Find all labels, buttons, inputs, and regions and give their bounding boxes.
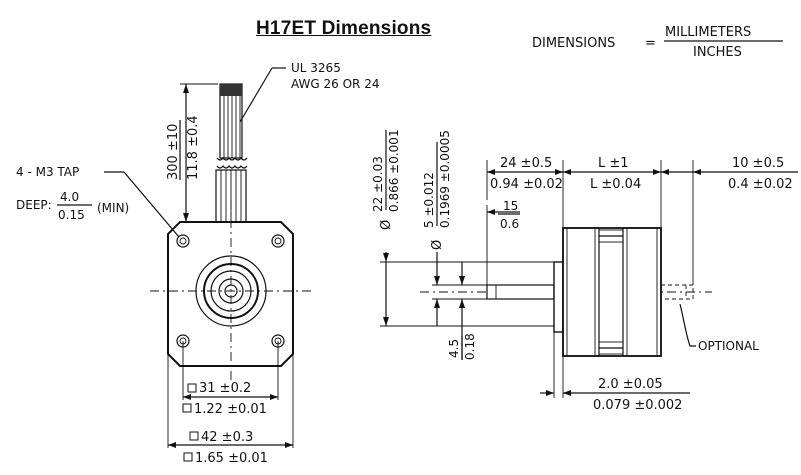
cable-label-awg: AWG 26 OR 24 — [291, 77, 379, 91]
units-bottom: INCHES — [693, 45, 742, 60]
body-size-mm: 42 ±0.3 — [201, 430, 253, 445]
shaft-length-mm: 24 ±0.5 — [500, 156, 552, 171]
body-length-mm: L ±1 — [598, 156, 629, 171]
flange — [553, 261, 564, 333]
side-view: Ø 22 ±0.03 0.866 ±0.001 Ø 5 ±0.012 0.196… — [371, 129, 798, 413]
page-title: H17ET Dimensions — [256, 18, 432, 39]
shaft-end — [224, 284, 238, 298]
front-view: UL 3265 AWG 26 OR 24 300 ±10 11.8 ±0.4 4… — [16, 61, 379, 466]
units-prefix: DIMENSIONS — [532, 36, 615, 51]
pilot-diameter-symbol: Ø — [379, 220, 394, 230]
lead-length-in: 11.8 ±0.4 — [186, 115, 201, 180]
units-equals: = — [645, 36, 656, 51]
flange-thickness-in: 0.079 ±0.002 — [593, 398, 682, 413]
pilot-diameter-in: 0.866 ±0.001 — [387, 129, 401, 212]
flat-length-in: 0.6 — [500, 217, 519, 231]
tap-depth-in: 0.15 — [58, 208, 85, 222]
body-length-in: L ±0.04 — [590, 177, 641, 192]
pilot-diameter-mm: 22 ±0.03 — [371, 156, 385, 212]
flat-depth-mm: 4.5 — [447, 339, 461, 358]
shaft-diameter-symbol: Ø — [430, 240, 445, 250]
body-size-in: 1.65 ±0.01 — [195, 451, 268, 466]
rear-shaft-mm: 10 ±0.5 — [732, 156, 784, 171]
front-shaft — [486, 284, 555, 300]
pilot-ring — [195, 255, 267, 327]
units-top: MILLIMETERS — [665, 25, 751, 40]
shaft-diameter-mm: 5 ±0.012 — [422, 172, 436, 228]
tap-label: 4 - M3 TAP — [16, 165, 79, 179]
flange-thickness-mm: 2.0 ±0.05 — [598, 377, 663, 392]
hole-spacing-mm: 31 ±0.2 — [199, 381, 251, 396]
cable-label-ul: UL 3265 — [291, 61, 341, 75]
shaft-diameter-in: 0.1969 ±0.0005 — [438, 130, 452, 228]
cable-bundle — [215, 83, 248, 223]
flat-depth-in: 0.18 — [463, 333, 477, 360]
optional-label: OPTIONAL — [698, 339, 759, 353]
units-legend: DIMENSIONS = MILLIMETERS INCHES — [532, 25, 783, 60]
shaft-length-in: 0.94 ±0.02 — [490, 177, 563, 192]
rear-shaft-optional — [660, 284, 694, 300]
motor-body-side — [562, 227, 662, 357]
tap-depth-mm: 4.0 — [60, 190, 79, 204]
tap-min-label: (MIN) — [97, 201, 129, 215]
tap-deep-label: DEEP: — [16, 198, 52, 212]
hole-spacing-in: 1.22 ±0.01 — [194, 402, 267, 417]
rear-shaft-in: 0.4 ±0.02 — [728, 177, 793, 192]
flat-length-mm: 15 — [503, 199, 518, 213]
motor-body-outline — [167, 221, 294, 367]
lead-length-mm: 300 ±10 — [166, 124, 181, 180]
mounting-holes — [176, 234, 285, 348]
